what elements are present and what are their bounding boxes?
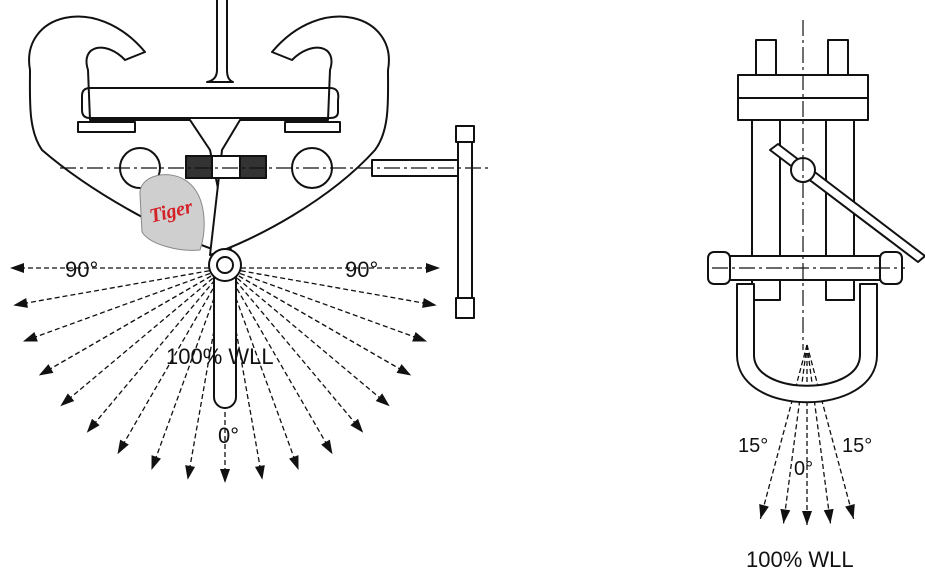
left-0-angle-label: 0° bbox=[218, 423, 239, 448]
left-load-arrow-line bbox=[86, 267, 226, 434]
left-load-arrow-line bbox=[22, 267, 226, 343]
left-load-arrow-head bbox=[86, 418, 100, 433]
left-load-arrow-line bbox=[224, 267, 412, 377]
left-load-arrow-head bbox=[350, 418, 364, 433]
right-load-arrow-head bbox=[823, 508, 834, 524]
left-load-arrow-head bbox=[220, 469, 230, 483]
right-jaw-tip bbox=[284, 121, 341, 133]
left-load-arrow-line bbox=[150, 267, 226, 471]
left-load-arrow-head bbox=[426, 263, 440, 273]
t-handle-bar bbox=[457, 139, 473, 301]
shackle-nut-inner bbox=[216, 256, 234, 274]
left-jaw-tip bbox=[77, 121, 136, 133]
right-90-angle-label: 90° bbox=[345, 257, 378, 282]
left-load-arrow-head bbox=[289, 455, 299, 471]
right-load-arrow-line bbox=[759, 344, 808, 520]
left-load-arrow-line bbox=[38, 267, 226, 377]
left-load-arrow-line bbox=[13, 267, 226, 306]
right-jaw bbox=[209, 15, 390, 256]
right-load-arrow-line bbox=[782, 344, 808, 524]
right-load-arrow-head bbox=[759, 504, 769, 519]
left-load-arrow-head bbox=[185, 465, 196, 480]
right-load-arrow-head bbox=[802, 511, 812, 525]
left-load-arrow-head bbox=[10, 263, 24, 273]
left-load-arrow-head bbox=[151, 455, 161, 471]
left-load-arrow-line bbox=[224, 267, 364, 434]
left-load-arrows bbox=[10, 263, 440, 483]
right-0-angle-label: 0° bbox=[794, 458, 813, 480]
right-load-arrows bbox=[759, 344, 855, 525]
right-right-15-angle-label: 15° bbox=[842, 435, 872, 457]
brand-logo-badge bbox=[139, 174, 205, 251]
left-load-arrow-line bbox=[224, 267, 437, 306]
left-load-arrow-line bbox=[224, 267, 300, 471]
left-load-arrow-head bbox=[22, 332, 38, 342]
right-load-arrow-head bbox=[845, 504, 855, 519]
left-load-arrow-head bbox=[38, 364, 54, 376]
left-load-arrow-head bbox=[60, 393, 75, 407]
left-capacity-label: 100% WLL bbox=[166, 344, 274, 369]
beam-clamp-side-view bbox=[707, 39, 925, 404]
left-load-arrow-line bbox=[224, 267, 391, 407]
right-load-arrow-head bbox=[780, 508, 791, 524]
left-load-arrow-head bbox=[13, 297, 28, 308]
left-load-arrow-head bbox=[254, 465, 265, 480]
left-90-angle-label: 90° bbox=[65, 257, 98, 282]
right-capacity-label: 100% WLL bbox=[746, 547, 854, 572]
left-load-arrow-head bbox=[412, 332, 428, 342]
beam-web bbox=[206, 0, 234, 83]
t-handle-knob-bottom bbox=[455, 297, 475, 319]
left-load-arrow-line bbox=[224, 267, 334, 455]
right-load-arrow-line bbox=[806, 344, 832, 524]
left-load-arrow-head bbox=[396, 364, 412, 376]
right-load-arrow-line bbox=[806, 344, 855, 520]
side-u-shackle bbox=[736, 283, 878, 404]
left-load-arrow-head bbox=[117, 439, 129, 455]
right-left-15-angle-label: 15° bbox=[738, 435, 768, 457]
left-load-arrow-head bbox=[422, 297, 437, 308]
left-load-arrow-line bbox=[224, 267, 428, 343]
t-handle-knob-top bbox=[455, 125, 475, 143]
clamp-slot bbox=[81, 87, 340, 119]
left-load-arrow-line bbox=[59, 267, 226, 407]
left-load-arrow-line bbox=[116, 267, 226, 455]
left-load-arrow-head bbox=[321, 439, 333, 455]
left-load-arrow-head bbox=[375, 393, 390, 407]
